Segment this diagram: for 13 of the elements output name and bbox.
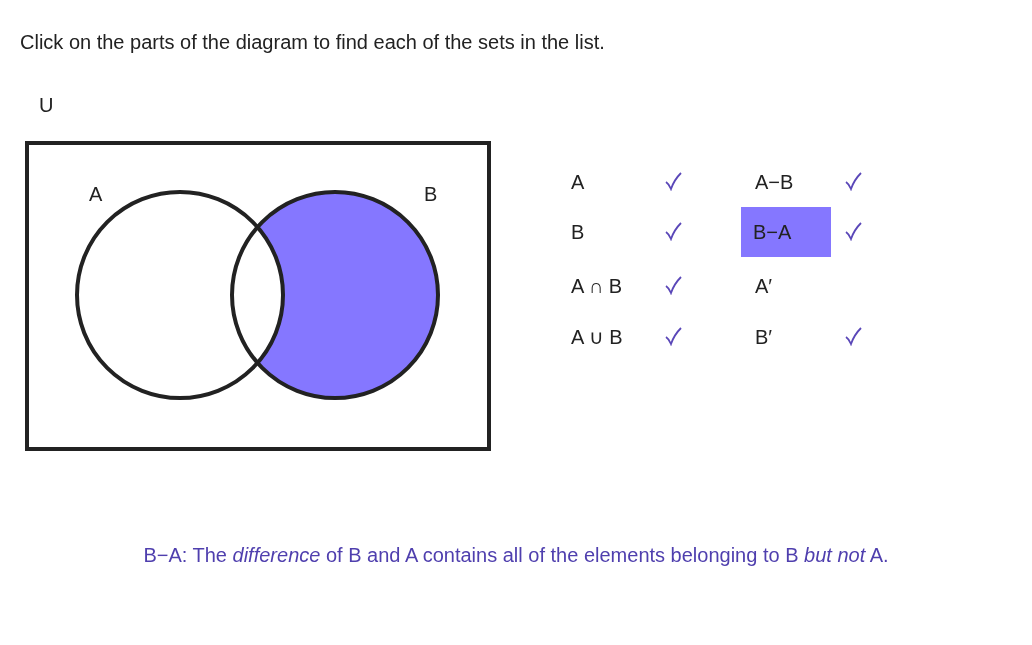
set-option: B <box>571 218 585 246</box>
set-option: A ∩ B <box>571 272 623 300</box>
set-option: A−B <box>755 168 794 196</box>
set-option: A ∪ B <box>571 323 623 351</box>
set-option: A <box>571 168 585 196</box>
instruction-text: Click on the parts of the diagram to find each of the sets in the list. <box>20 30 605 55</box>
selected-set-box: B−A <box>741 207 831 257</box>
set-label: A <box>89 182 103 207</box>
set-label: B <box>424 182 438 207</box>
set-option: A′ <box>755 272 773 300</box>
caption-text: B−A: The difference of B and A contains all of the elements belonging to B but not A. <box>143 543 889 568</box>
set-label: U <box>39 93 54 118</box>
set-option: B′ <box>755 323 773 351</box>
